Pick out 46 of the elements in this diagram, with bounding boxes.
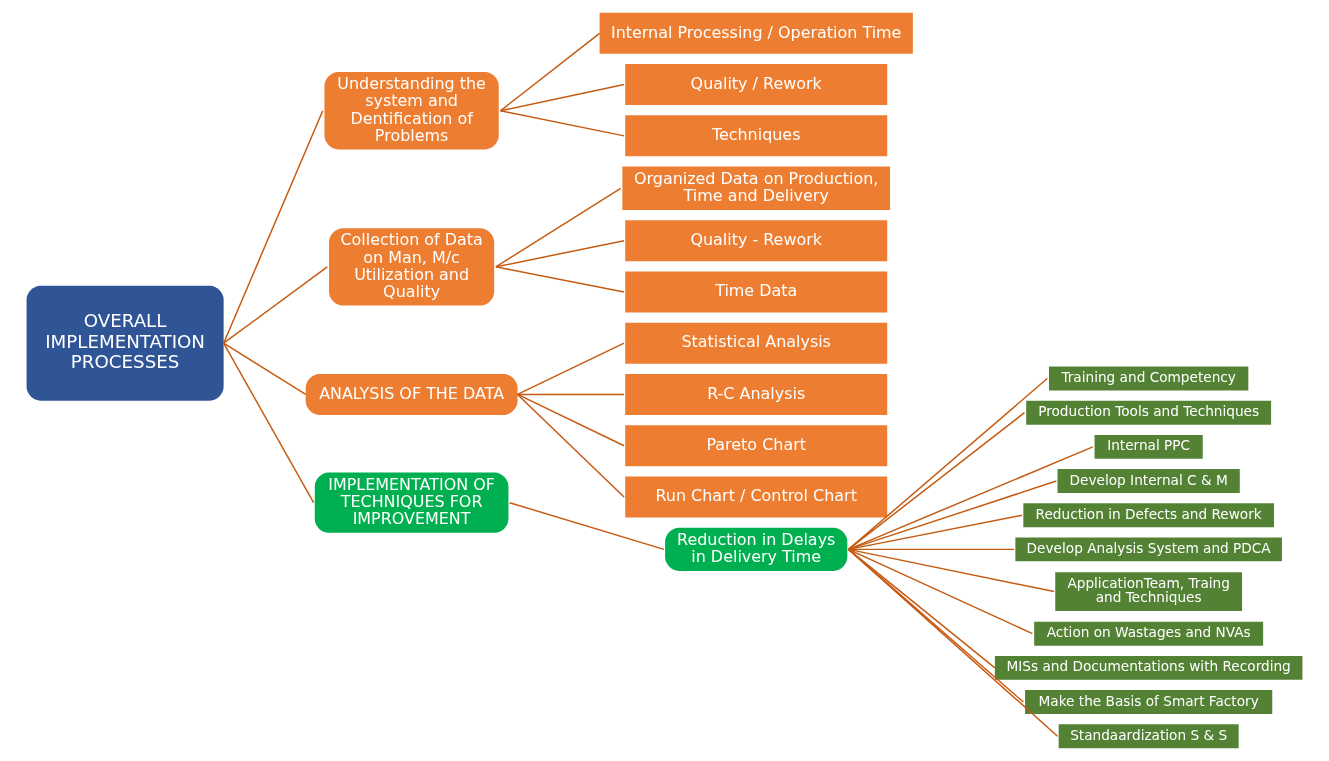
connector xyxy=(495,187,622,268)
connector xyxy=(499,83,625,112)
connector xyxy=(499,32,601,112)
node-box: R-C Analysis xyxy=(625,373,888,415)
connector xyxy=(495,266,625,293)
node-box: Time Data xyxy=(625,271,888,313)
connector xyxy=(516,393,625,498)
node-box: Techniques xyxy=(625,115,888,157)
node-box: Reduction in Delays in Delivery Time xyxy=(665,527,848,572)
node-box: Statistical Analysis xyxy=(625,322,888,364)
node-box: Reduction in Defects and Rework xyxy=(1023,503,1274,528)
node-box: ANALYSIS OF THE DATA xyxy=(305,373,518,415)
node-box: Production Tools and Techniques xyxy=(1026,400,1272,425)
connector xyxy=(508,501,665,551)
node-box: MISs and Documentations with Recording xyxy=(994,655,1303,680)
node-box: Understanding the system and Dentification of Problems xyxy=(324,72,499,150)
node-box: IMPLEMENTATION OF TECHNIQUES FOR IMPROVEMENT xyxy=(314,472,509,533)
node-box: ApplicationTeam, Traing and Techniques xyxy=(1055,572,1243,611)
node-box: Quality - Rework xyxy=(625,220,888,262)
node-box: Develop Analysis System and PDCA xyxy=(1015,537,1282,562)
connector xyxy=(222,342,307,396)
connector xyxy=(222,342,315,504)
connector xyxy=(516,342,625,396)
connector xyxy=(516,393,625,396)
node-box: Organized Data on Production, Time and Delivery xyxy=(622,166,891,210)
node-box: Training and Competency xyxy=(1048,366,1249,391)
connector xyxy=(847,377,1048,551)
node-box: Internal Processing / Operation Time xyxy=(599,12,913,54)
node-box: OVERALL IMPLEMENTATION PROCESSES xyxy=(26,285,224,401)
node-box: Standaardization S & S xyxy=(1058,724,1239,749)
connector xyxy=(222,110,324,344)
connector xyxy=(847,548,1059,737)
connector xyxy=(847,548,1034,635)
connector xyxy=(847,411,1026,551)
node-box: Quality / Rework xyxy=(625,64,888,106)
connector xyxy=(499,110,625,137)
node-box: Pareto Chart xyxy=(625,425,888,467)
connector xyxy=(516,393,625,447)
connector xyxy=(495,239,625,268)
node-box: Make the Basis of Smart Factory xyxy=(1025,690,1273,714)
node-box: Action on Wastages and NVAs xyxy=(1034,621,1264,646)
node-box: Develop Internal C & M xyxy=(1057,469,1240,493)
node-box: Collection of Data on Man, M/c Utilization and Quality xyxy=(329,228,495,306)
connector xyxy=(222,266,329,344)
node-box: Internal PPC xyxy=(1094,434,1203,459)
node-box: Run Chart / Control Chart xyxy=(625,476,888,518)
